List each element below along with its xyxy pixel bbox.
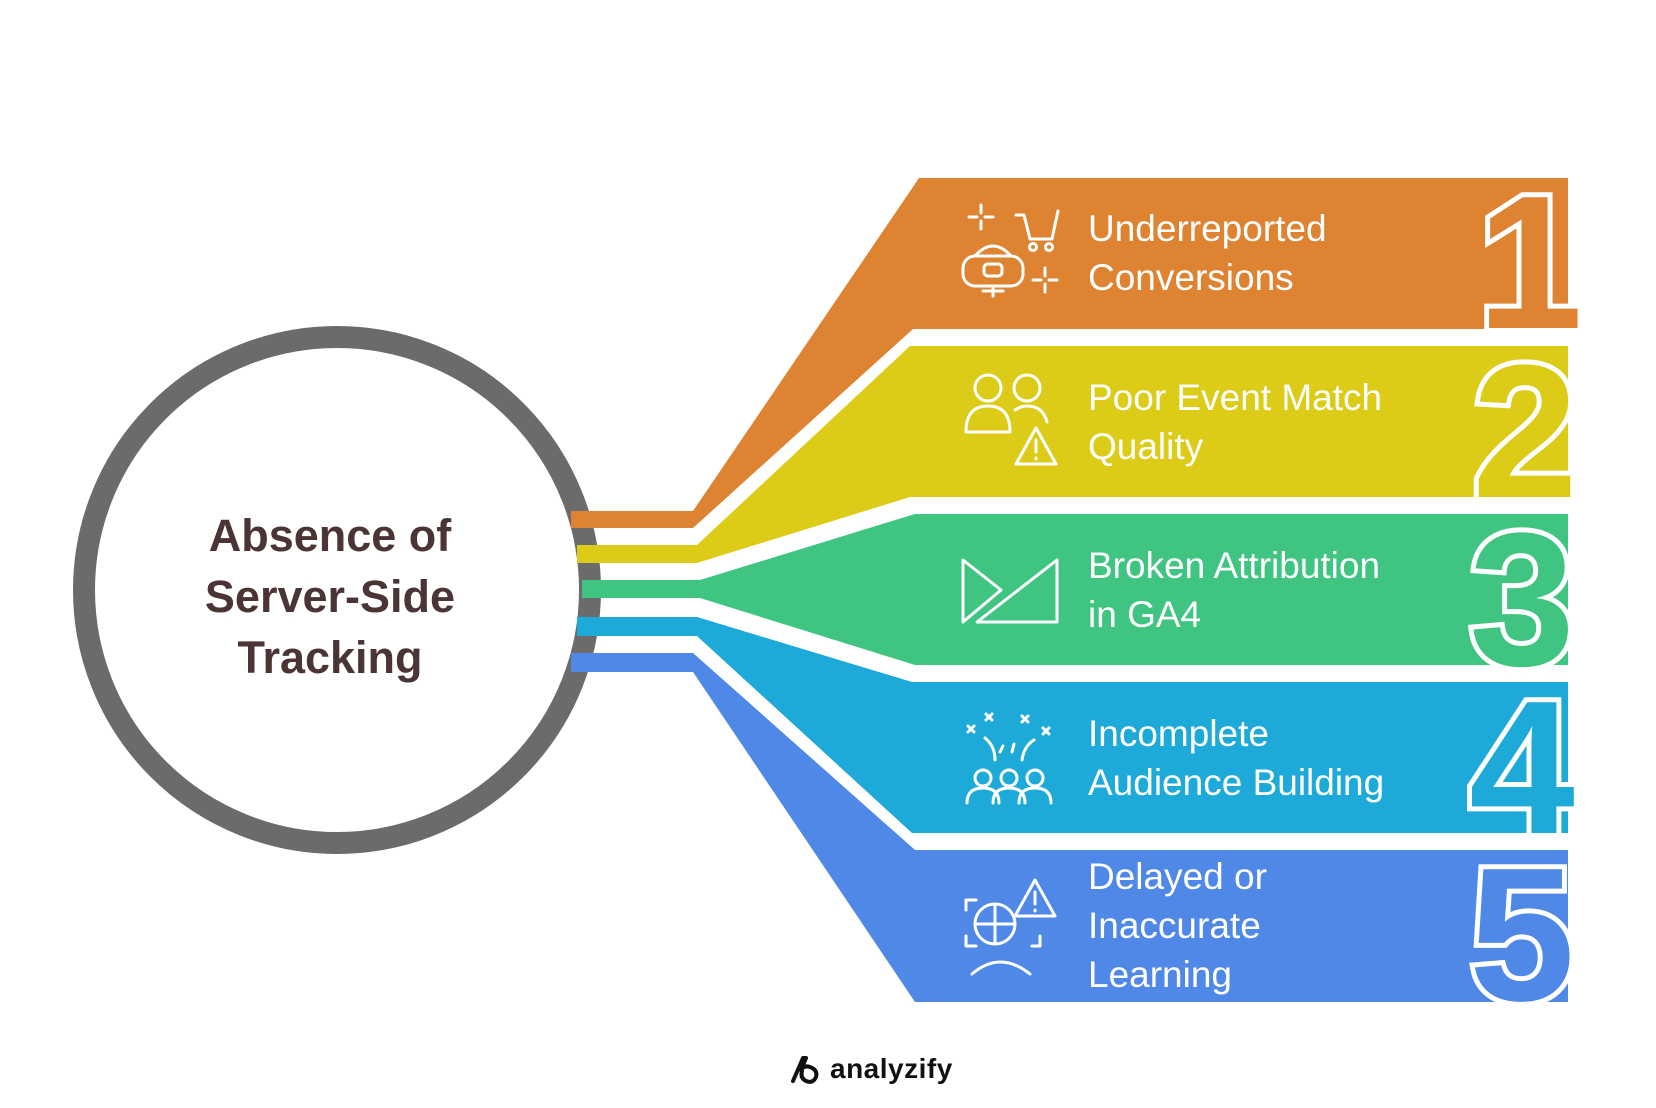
branch-5: 5 <box>571 653 1580 1046</box>
item-5-label: Delayed or Inaccurate Learning <box>1088 852 1428 999</box>
branch-3-ribbon <box>582 514 1568 665</box>
item-4-line-1: Incomplete <box>1088 713 1269 754</box>
branch-3-number: 3 <box>1469 494 1575 706</box>
broken-chart-icon <box>961 558 1059 624</box>
branch-2: 2 <box>577 321 1583 563</box>
item-2-line-2: Quality <box>1088 426 1204 467</box>
item-1-label: Underreported Conversions <box>1088 204 1428 302</box>
item-3-line-2: in GA4 <box>1088 594 1202 635</box>
branch-4: 4 <box>577 617 1580 879</box>
audience-sparkle-icon <box>965 712 1053 805</box>
item-4-line-2: Audience Building <box>1088 762 1385 803</box>
brand-name: analyzify <box>830 1053 953 1084</box>
users-warning-icon <box>964 373 1058 466</box>
center-title-line-2: Server-Side <box>204 571 456 622</box>
branch-2-number: 2 <box>1472 326 1578 538</box>
center-title-line-1: Absence of <box>208 510 452 561</box>
item-2-line-1: Poor Event Match <box>1088 377 1383 418</box>
item-5-line-3: Learning <box>1088 954 1233 995</box>
item-5-line-1: Delayed or <box>1088 856 1267 897</box>
branch-2-ribbon <box>577 346 1568 563</box>
center-title: Absence of Server-Side Tracking <box>160 505 500 688</box>
item-4-label: Incomplete Audience Building <box>1088 709 1428 807</box>
item-1-line-1: Underreported <box>1088 208 1327 249</box>
branch-1-ribbon <box>571 178 1568 528</box>
item-2-label: Poor Event Match Quality <box>1088 373 1428 471</box>
item-3-line-1: Broken Attribution <box>1088 545 1381 586</box>
learning-warning-icon <box>964 878 1057 976</box>
branch-5-number: 5 <box>1469 829 1575 1041</box>
branch-1-number: 1 <box>1477 157 1583 369</box>
vr-shopping-cart-icon <box>961 203 1060 298</box>
branch-4-number: 4 <box>1469 662 1575 874</box>
branch-5-ribbon <box>571 653 1568 1002</box>
item-3-label: Broken Attribution in GA4 <box>1088 541 1428 639</box>
branch-4-ribbon <box>577 617 1568 833</box>
brand-logo: analyzify <box>790 1049 953 1089</box>
center-title-line-3: Tracking <box>237 632 423 683</box>
branch-1: 1 <box>571 152 1588 528</box>
branch-3: 3 <box>582 489 1580 711</box>
brand-mark-icon <box>791 1056 819 1084</box>
item-5-line-2: Inaccurate <box>1088 905 1261 946</box>
item-1-line-2: Conversions <box>1088 257 1294 298</box>
